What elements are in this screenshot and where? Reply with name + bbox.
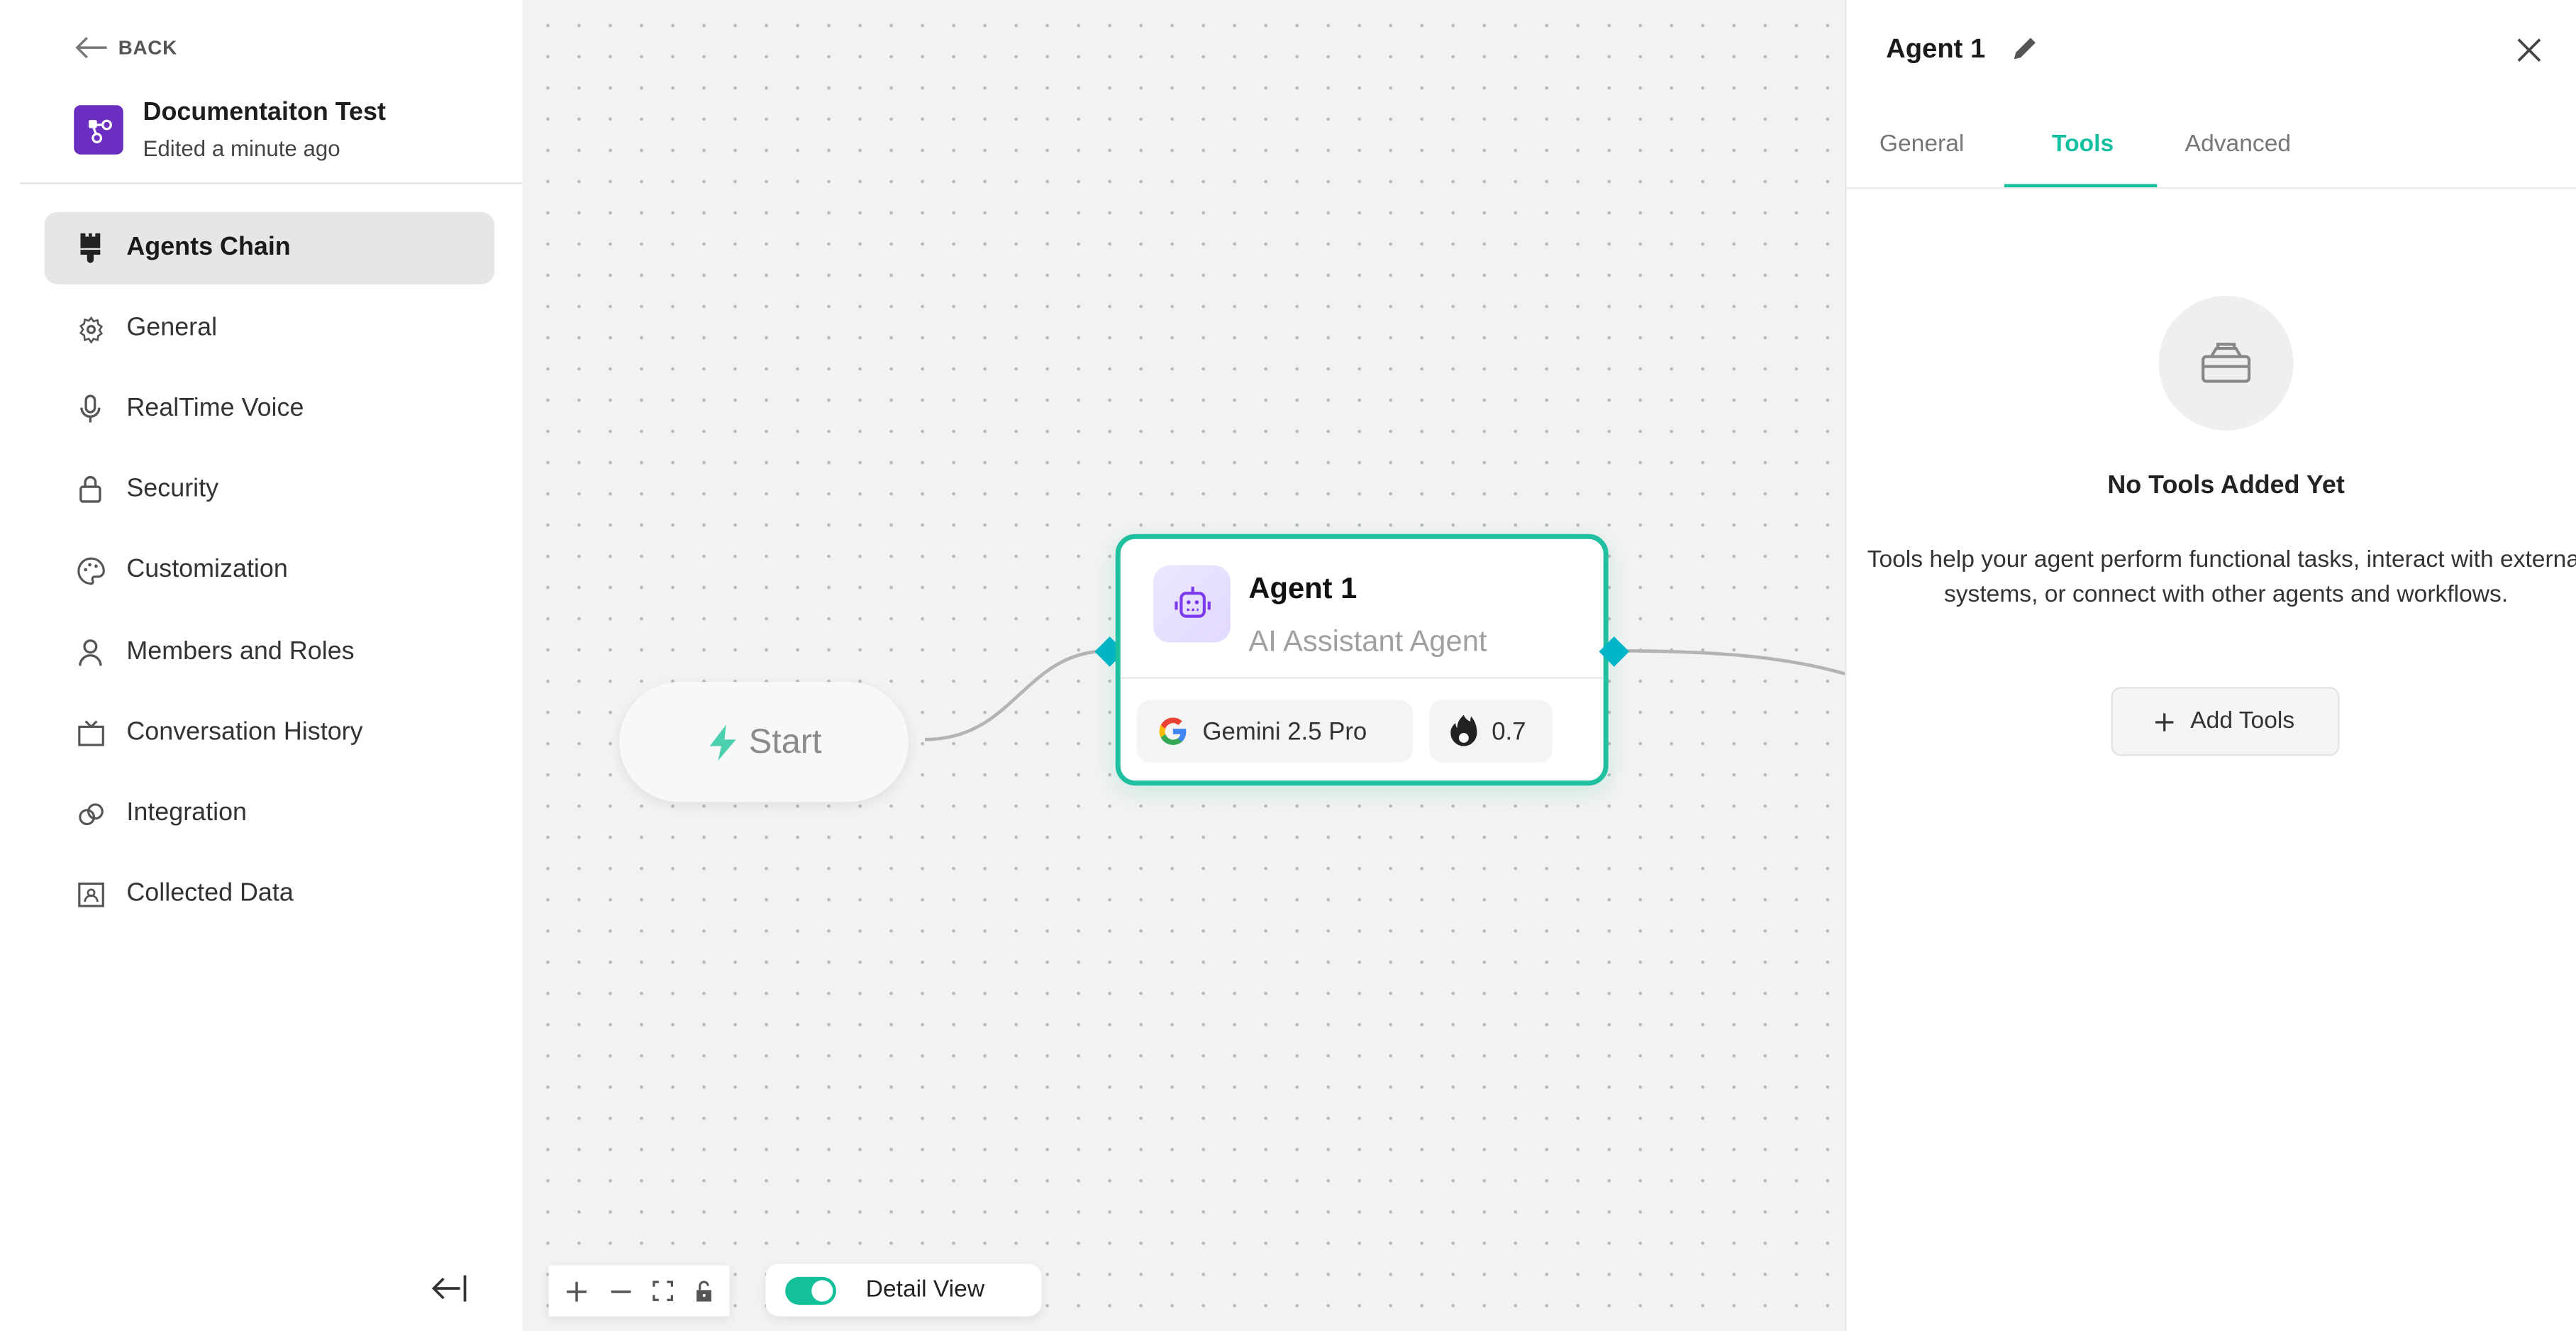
user-icon xyxy=(74,636,106,668)
tab-tools[interactable]: Tools xyxy=(2052,131,2114,158)
sidebar-item-label: Agents Chain xyxy=(126,233,291,262)
flow-canvas[interactable]: Start Agent 1 AI Assistant Agent Gemini … xyxy=(522,0,1845,1331)
project-title: Documentaiton Test xyxy=(143,98,386,127)
toolbox-icon xyxy=(2158,295,2294,431)
plus-icon xyxy=(567,1281,587,1301)
edit-name-button[interactable] xyxy=(2011,35,2038,71)
tabs-divider xyxy=(1846,187,2576,189)
fit-view-button[interactable] xyxy=(653,1280,674,1301)
close-panel-button[interactable] xyxy=(2515,36,2543,72)
sidebar-item-label: Integration xyxy=(126,798,248,827)
microphone-icon xyxy=(74,393,106,426)
sidebar-item-label: Collected Data xyxy=(126,879,294,907)
empty-state-description: Tools help your agent perform functional… xyxy=(1867,547,2576,609)
panel-title: Agent 1 xyxy=(1886,34,1986,65)
google-icon xyxy=(1159,717,1187,745)
agent-name: Agent 1 xyxy=(1248,572,1358,605)
back-button[interactable]: BACK xyxy=(75,35,177,60)
agent-description: AI Assistant Agent xyxy=(1248,624,1487,658)
project-edited-time: Edited a minute ago xyxy=(143,136,340,161)
sidebar-item-label: Conversation History xyxy=(126,718,363,746)
workflow-icon xyxy=(74,105,123,155)
agent-settings-panel: Agent 1 General Tools Advanced No Tools … xyxy=(1845,0,2576,1331)
plus-icon xyxy=(2155,712,2175,731)
model-name: Gemini 2.5 Pro xyxy=(1202,717,1367,746)
sidebar-item-label: Security xyxy=(126,475,219,503)
link-icon xyxy=(74,797,106,829)
detail-view-control: Detail View xyxy=(765,1264,1042,1317)
detail-view-label: Detail View xyxy=(865,1276,985,1303)
agent-node[interactable]: Agent 1 AI Assistant Agent Gemini 2.5 Pr… xyxy=(1115,534,1609,786)
minus-icon xyxy=(611,1289,631,1293)
flame-icon xyxy=(1450,714,1477,746)
sidebar-item-security[interactable]: Security xyxy=(45,453,495,526)
start-node[interactable]: Start xyxy=(619,682,909,802)
lock-icon xyxy=(74,473,106,506)
sidebar-item-integration[interactable]: Integration xyxy=(45,778,495,850)
contact-folder-icon xyxy=(74,878,106,910)
zoom-in-button[interactable] xyxy=(565,1279,588,1302)
temperature-value: 0.7 xyxy=(1492,717,1526,746)
fullscreen-icon xyxy=(653,1281,674,1301)
tab-advanced[interactable]: Advanced xyxy=(2184,131,2292,158)
tab-general[interactable]: General xyxy=(1879,131,1965,158)
divider xyxy=(1120,677,1604,679)
sidebar-item-label: RealTime Voice xyxy=(126,394,304,423)
sidebar-item-general[interactable]: General xyxy=(45,292,495,365)
zoom-out-button[interactable] xyxy=(609,1279,632,1302)
add-tools-button[interactable]: Add Tools xyxy=(2111,687,2340,756)
active-tab-indicator xyxy=(2004,184,2158,188)
sidebar-item-label: General xyxy=(126,314,218,342)
back-label: BACK xyxy=(118,35,177,60)
robot-icon xyxy=(1153,565,1231,643)
start-node-label: Start xyxy=(748,722,822,761)
palette-icon xyxy=(74,554,106,587)
sidebar-item-collected-data[interactable]: Collected Data xyxy=(45,858,495,930)
sidebar-item-label: Customization xyxy=(126,555,288,584)
collapse-sidebar-button[interactable] xyxy=(429,1270,469,1306)
edge-agent-next xyxy=(1613,648,1845,675)
sidebar-item-conversation-history[interactable]: Conversation History xyxy=(45,697,495,769)
add-tools-label: Add Tools xyxy=(2190,708,2295,735)
edge-start-agent xyxy=(925,648,1109,741)
sidebar-item-label: Members and Roles xyxy=(126,637,355,666)
lock-button[interactable] xyxy=(694,1279,712,1302)
empty-state-title: No Tools Added Yet xyxy=(2107,471,2345,500)
model-chip[interactable]: Gemini 2.5 Pro xyxy=(1136,700,1414,763)
detail-view-toggle[interactable] xyxy=(785,1276,836,1304)
collapse-left-icon xyxy=(431,1275,467,1302)
temperature-chip[interactable]: 0.7 xyxy=(1429,700,1553,763)
sidebar-item-agents-chain[interactable]: Agents Chain xyxy=(44,211,495,285)
canvas-controls xyxy=(548,1265,730,1317)
arrow-left-icon xyxy=(75,37,107,59)
edges xyxy=(925,648,1845,741)
divider xyxy=(19,182,523,184)
brush-icon xyxy=(74,232,106,265)
sidebar: BACK Documentaiton Test Edited a minute … xyxy=(0,0,523,1331)
close-icon xyxy=(2517,38,2541,62)
pencil-icon xyxy=(2014,38,2036,60)
tv-icon xyxy=(74,717,106,749)
gear-icon xyxy=(74,312,106,345)
lightning-icon xyxy=(709,724,736,761)
sidebar-item-realtime-voice[interactable]: RealTime Voice xyxy=(45,373,495,446)
unlock-icon xyxy=(696,1280,711,1301)
sidebar-item-customization[interactable]: Customization xyxy=(45,534,495,607)
sidebar-item-members-and-roles[interactable]: Members and Roles xyxy=(45,617,495,689)
